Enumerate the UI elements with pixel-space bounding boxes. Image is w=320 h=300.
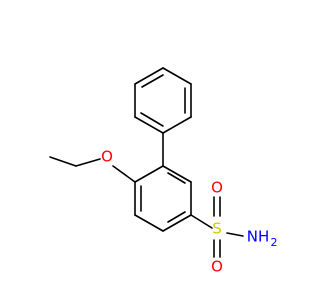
atom-nitrogen: NH — [247, 228, 270, 246]
atom-oxygen-sulfonyl-top: O — [211, 179, 223, 197]
molecule-diagram: O S O O NH 2 — [49, 67, 278, 276]
bond — [141, 74, 164, 88]
bond — [134, 67, 164, 85]
bond — [190, 214, 213, 229]
bond — [162, 214, 192, 232]
bond — [226, 232, 244, 237]
bond — [162, 67, 192, 85]
atom-oxygen-sulfonyl-bottom: O — [211, 258, 223, 276]
atom-nitrogen-subscript: 2 — [271, 236, 278, 249]
bond — [134, 165, 164, 183]
bonds — [49, 67, 244, 258]
atom-labels: O S O O NH 2 — [101, 148, 277, 276]
atom-sulfur: S — [212, 220, 222, 238]
bond — [167, 172, 186, 184]
bond — [162, 116, 192, 134]
bond — [134, 214, 164, 232]
bond — [112, 165, 136, 183]
bond — [134, 116, 164, 134]
bond — [162, 165, 192, 183]
bond — [49, 156, 77, 167]
atom-oxygen-ether: O — [101, 148, 113, 166]
bond — [167, 211, 186, 223]
bond — [75, 158, 101, 167]
bond — [140, 112, 164, 127]
